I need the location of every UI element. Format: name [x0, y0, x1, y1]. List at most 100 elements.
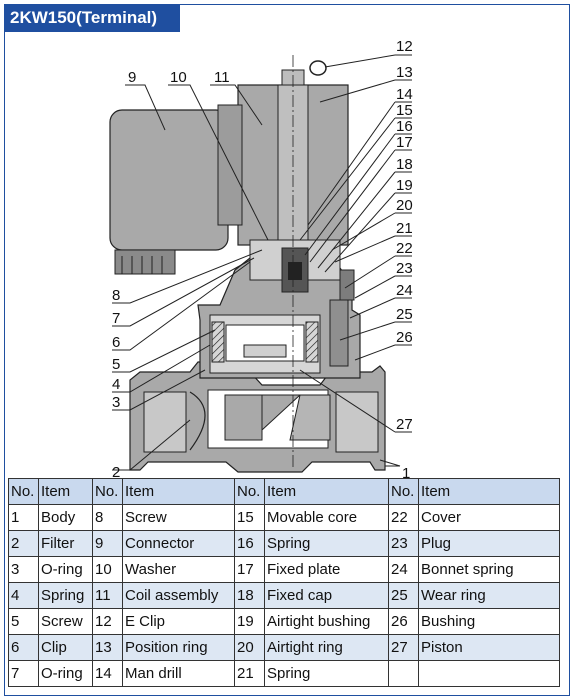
part-number: 15	[234, 504, 265, 531]
part-number: 9	[92, 530, 123, 557]
part-number	[388, 660, 419, 687]
header-no: No.	[8, 478, 39, 505]
callout-26: 26	[396, 329, 413, 346]
part-name: Cover	[418, 504, 560, 531]
parts-list-table: No. Item No. Item No. Item No. Item 1 Bo…	[8, 478, 560, 687]
callout-4: 4	[112, 376, 120, 393]
valve-body	[129, 361, 386, 473]
callout-16: 16	[396, 118, 413, 135]
callout-numbers: 1 2 3 4 5 6 7 8 9 10 11 12 13 14 15 16 1…	[112, 38, 413, 478]
part-name: Connector	[122, 530, 235, 557]
part-number: 21	[234, 660, 265, 687]
part-name: Coil assembly	[122, 582, 235, 609]
part-number: 13	[92, 634, 123, 661]
part-number: 10	[92, 556, 123, 583]
part-number: 23	[388, 530, 419, 557]
part-name: Movable core	[264, 504, 389, 531]
part-number: 2	[8, 530, 39, 557]
table-row: 7 O-ring 14 Man drill 21 Spring	[8, 660, 560, 687]
header-item: Item	[38, 478, 93, 505]
part-number: 6	[8, 634, 39, 661]
header-no: No.	[388, 478, 419, 505]
part-number: 5	[8, 608, 39, 635]
table-row: 4 Spring 11 Coil assembly 18 Fixed cap 2…	[8, 582, 560, 609]
part-name: Airtight bushing	[264, 608, 389, 635]
part-name: Spring	[264, 660, 389, 687]
part-name: Fixed plate	[264, 556, 389, 583]
part-number: 19	[234, 608, 265, 635]
part-name: Plug	[418, 530, 560, 557]
connector	[109, 104, 243, 275]
part-number: 22	[388, 504, 419, 531]
callout-20: 20	[396, 197, 413, 214]
callout-17: 17	[396, 134, 413, 151]
part-name: O-ring	[38, 556, 93, 583]
part-number: 12	[92, 608, 123, 635]
table-row: 1 Body 8 Screw 15 Movable core 22 Cover	[8, 504, 560, 531]
part-name: Wear ring	[418, 582, 560, 609]
bonnet	[197, 257, 361, 379]
part-number: 20	[234, 634, 265, 661]
table-row: 5 Screw 12 E Clip 19 Airtight bushing 26…	[8, 608, 560, 635]
part-number: 4	[8, 582, 39, 609]
header-item: Item	[122, 478, 235, 505]
part-name: Spring	[264, 530, 389, 557]
table-header-row: No. Item No. Item No. Item No. Item	[8, 478, 560, 505]
part-number: 18	[234, 582, 265, 609]
part-name: Screw	[38, 608, 93, 635]
callout-13: 13	[396, 64, 413, 81]
callout-14: 14	[396, 86, 413, 103]
callout-10: 10	[170, 69, 187, 86]
part-name: Piston	[418, 634, 560, 661]
part-number: 16	[234, 530, 265, 557]
part-name: Bushing	[418, 608, 560, 635]
table-row: 3 O-ring 10 Washer 17 Fixed plate 24 Bon…	[8, 556, 560, 583]
part-name: E Clip	[122, 608, 235, 635]
part-name: Filter	[38, 530, 93, 557]
part-number: 27	[388, 634, 419, 661]
part-number: 14	[92, 660, 123, 687]
part-name: Airtight ring	[264, 634, 389, 661]
callout-7: 7	[112, 310, 120, 327]
part-number: 11	[92, 582, 123, 609]
callout-23: 23	[396, 260, 413, 277]
callout-24: 24	[396, 282, 413, 299]
callout-11: 11	[214, 69, 230, 86]
part-name: Washer	[122, 556, 235, 583]
part-name: Screw	[122, 504, 235, 531]
part-number: 24	[388, 556, 419, 583]
callout-2: 2	[112, 464, 120, 478]
page-frame	[4, 4, 570, 696]
callout-18: 18	[396, 156, 413, 173]
leader-lines	[112, 54, 412, 471]
callout-5: 5	[112, 356, 120, 373]
callout-6: 6	[112, 334, 120, 351]
part-name: Spring	[38, 582, 93, 609]
callout-21: 21	[396, 220, 413, 237]
table-row: 2 Filter 9 Connector 16 Spring 23 Plug	[8, 530, 560, 557]
part-number: 8	[92, 504, 123, 531]
callout-25: 25	[396, 306, 413, 323]
part-name	[418, 660, 560, 687]
callout-15: 15	[396, 102, 413, 119]
callout-8: 8	[112, 287, 120, 304]
header-item: Item	[418, 478, 560, 505]
header-no: No.	[92, 478, 123, 505]
part-name: Position ring	[122, 634, 235, 661]
part-number: 26	[388, 608, 419, 635]
model-title: 2KW150(Terminal)	[4, 4, 180, 32]
part-name: Bonnet spring	[418, 556, 560, 583]
part-name: Man drill	[122, 660, 235, 687]
valve-cross-section-diagram: 1 2 3 4 5 6 7 8 9 10 11 12 13 14 15 16 1…	[109, 38, 413, 478]
table-row: 6 Clip 13 Position ring 20 Airtight ring…	[8, 634, 560, 661]
callout-12: 12	[396, 38, 413, 55]
part-number: 7	[8, 660, 39, 687]
callout-22: 22	[396, 240, 413, 257]
header-item: Item	[264, 478, 389, 505]
callout-1: 1	[402, 465, 410, 478]
part-number: 17	[234, 556, 265, 583]
part-name: Fixed cap	[264, 582, 389, 609]
callout-27: 27	[396, 416, 413, 433]
part-number: 3	[8, 556, 39, 583]
part-name: Body	[38, 504, 93, 531]
